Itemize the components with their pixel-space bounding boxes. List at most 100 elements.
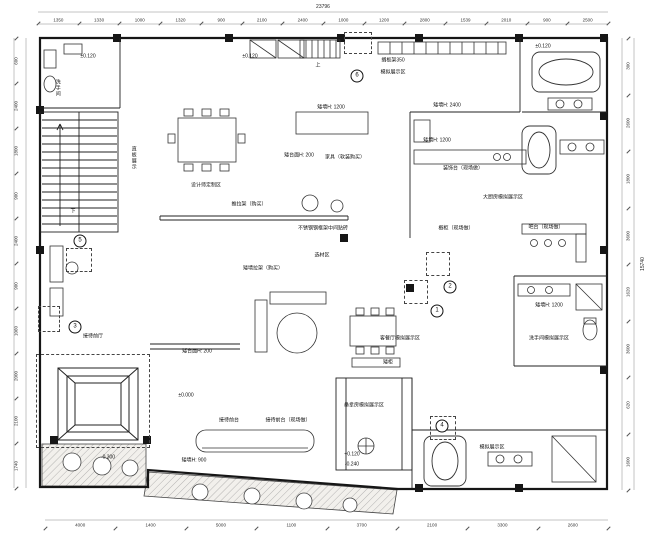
structural-columns [36, 34, 608, 492]
dimension-value: 2100 [427, 522, 438, 528]
room-label: ±0.120 [80, 53, 96, 60]
room-label: 推拉架（购买） [231, 201, 267, 208]
room-label: 接待前台（现场做） [265, 417, 311, 424]
room-label: 矮墙H: 1200 [535, 302, 563, 309]
room-label: 选材区 [314, 252, 330, 259]
dimension-value: 2800 [419, 17, 430, 23]
room-label: 下 [70, 208, 76, 215]
room-label: 矮墙拉架（购买） [242, 265, 284, 272]
dimension-value: 2600 [567, 522, 578, 528]
room-label: 矮墙H: 900 [181, 457, 207, 464]
callout-box [404, 280, 428, 304]
dimension-value: 2000 [13, 370, 19, 381]
room-label: 客餐厅模拟展示区 [379, 335, 421, 342]
dimension-value: 900 [13, 191, 19, 200]
dimension-value: 2400 [297, 17, 308, 23]
dimension-value: 2400 [13, 235, 19, 246]
dimension-value: 3700 [356, 522, 367, 528]
dimension-value: 300 [625, 62, 631, 71]
dimension-value: 1800 [625, 174, 631, 185]
dimension-value: 5000 [215, 522, 226, 528]
plant-icon [62, 452, 358, 513]
dimension-value: 900 [543, 17, 551, 23]
room-label: ±0.000 [178, 392, 194, 399]
dimension-value: 900 [13, 281, 19, 290]
dimension-value: 2100 [13, 415, 19, 426]
room-label: 上 [315, 62, 321, 69]
room-label: 模拟展示区 [380, 69, 406, 76]
room-label: 家具（软装购买） [324, 154, 366, 161]
room-label: 接待前台 [218, 417, 240, 424]
room-label: 洗手间 [54, 79, 61, 97]
dimension-value: 1400 [145, 522, 156, 528]
dimension-value: 1330 [94, 17, 105, 23]
detail-marker: 5 [73, 234, 87, 248]
room-label: 搁板架350 [381, 57, 405, 64]
dimension-value: 1100 [286, 522, 297, 528]
room-label: 矮柜 [382, 359, 394, 366]
dimension-value: 2500 [582, 17, 593, 23]
dimension-value: 4000 [75, 522, 86, 528]
room-label: 矮墙H: 1200 [317, 104, 345, 111]
callout-box [426, 252, 450, 276]
room-label: 洗手间模拟展示区 [528, 335, 570, 342]
dimension-value: 2400 [13, 100, 19, 111]
room-label: ±0.120 [242, 53, 258, 60]
dimension-value: 2010 [501, 17, 512, 23]
dimension-value: 1350 [53, 17, 64, 23]
room-label: 橱柜（现场做） [438, 225, 474, 232]
detail-marker: 6 [350, 69, 364, 83]
room-label: 直板展示 [130, 146, 137, 170]
dimension-value: 620 [625, 401, 631, 410]
callout-box [430, 416, 456, 440]
room-label: 矮台面H: 200 [284, 152, 314, 159]
dimension-value: 1200 [379, 17, 390, 23]
room-label: 吧台（现场做） [528, 224, 564, 231]
detail-marker: 3 [68, 320, 82, 334]
dimension-value: 900 [217, 17, 225, 23]
callout-box [38, 306, 60, 332]
dimension-value: 3300 [497, 522, 508, 528]
detail-marker: 2 [443, 280, 457, 294]
detail-marker: 1 [430, 304, 444, 318]
room-label: -0.300 [100, 454, 116, 461]
room-label: 矮墙H: 1200 [423, 137, 451, 144]
callout-box [344, 32, 372, 54]
dimension-value: 2100 [256, 17, 267, 23]
landscape-hatching [41, 443, 398, 515]
dimension-value: 1000 [134, 17, 145, 23]
callout-box [36, 354, 150, 448]
room-label: 矮台面H: 200 [182, 348, 212, 355]
dimension-lines [13, 11, 635, 521]
dimension-value: 1060 [13, 325, 19, 336]
room-label: 不锈钢钢框架中间贴砖 [297, 225, 349, 232]
dimension-value: 1740 [13, 460, 19, 471]
dimension-value: 1320 [175, 17, 186, 23]
furniture [43, 39, 605, 483]
dimension-value: 1620 [625, 287, 631, 298]
dimension-value: 1800 [13, 145, 19, 156]
room-label: 接待前厅 [82, 333, 104, 340]
dimension-value: 600 [13, 56, 19, 65]
dimension-value: 3600 [625, 343, 631, 354]
room-label: 矮墙H: 2400 [433, 102, 461, 109]
dimension-value: 1000 [338, 17, 349, 23]
room-label: +0.120 [344, 451, 360, 458]
room-label: -0.240 [344, 461, 360, 468]
overall-dimension-right: 15740 [640, 257, 646, 271]
dimension-value: 1539 [460, 17, 471, 23]
interior-walls [39, 38, 607, 489]
detail-marker: 4 [435, 419, 449, 433]
room-label: ±0.120 [535, 43, 551, 50]
room-label: 装饰台（现场做） [442, 165, 484, 172]
room-label: 桑拿房模拟展示区 [343, 402, 385, 409]
dimension-value: 3600 [625, 230, 631, 241]
dimension-value: 2600 [625, 117, 631, 128]
overall-dimension-top: 23796 [316, 4, 330, 10]
entrance-feature [57, 367, 139, 441]
dimension-value: 1600 [625, 456, 631, 467]
room-label: 设计师定制区 [190, 182, 222, 189]
room-label: 模拟展示区 [479, 444, 505, 451]
room-label: 大厨房模拟展示区 [482, 194, 524, 201]
